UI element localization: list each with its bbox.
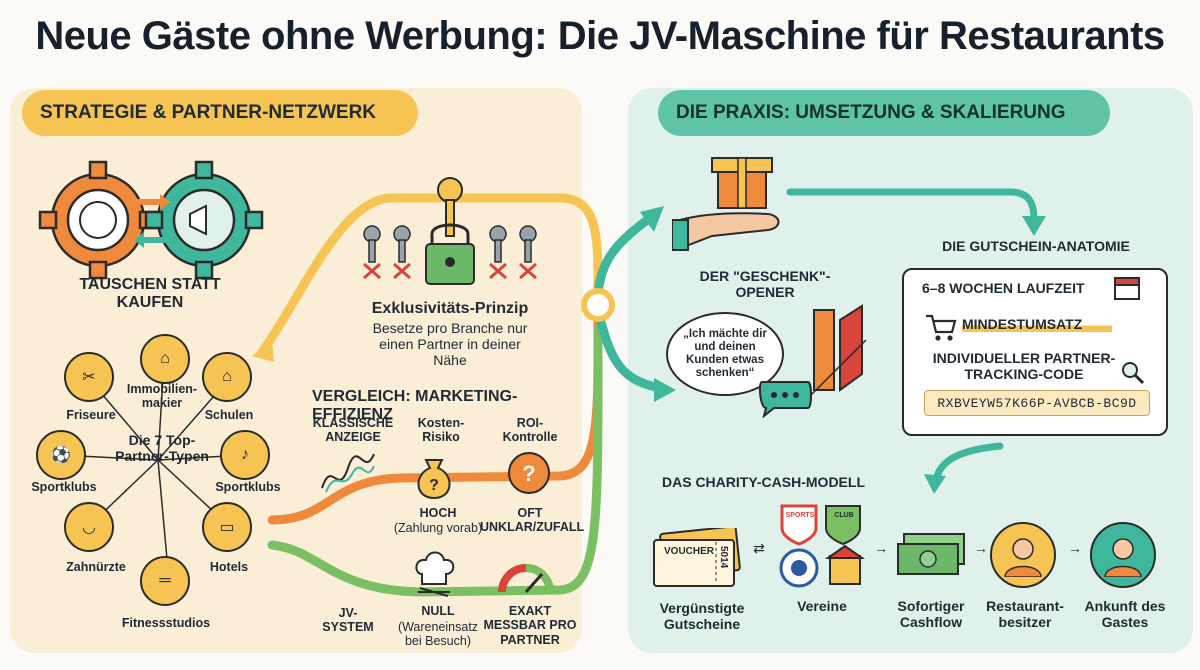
voucher-number: 5014	[718, 546, 729, 569]
partner-label-schulen: Schulen	[204, 408, 254, 422]
badge-club-text: CLUB	[834, 512, 854, 519]
money-bag-icon: ?	[417, 459, 451, 500]
orange-gear-icon	[38, 160, 158, 280]
door-opening-icon	[809, 304, 867, 397]
exclusivity-title: Exklusivitäts-Prinzip	[371, 300, 529, 317]
arrow-right-icon-3: →	[1068, 540, 1082, 556]
bed-icon: ▭	[202, 502, 252, 552]
speech-dots-icon	[758, 381, 812, 418]
exchange-arrows-icon: ⇄	[753, 540, 765, 556]
yellow-flow-arrow	[252, 340, 274, 362]
teal-flow-arrow-down	[654, 378, 676, 402]
partner-label-friseure: Friseure	[66, 408, 116, 422]
step-guest-arrival: Ankunft des Gastes	[1084, 598, 1166, 631]
calendar-icon	[1114, 277, 1140, 300]
step-restaurant-owner: Restaurant-besitzer	[986, 598, 1064, 631]
hub-circle	[581, 288, 615, 322]
teal-gear-icon	[144, 160, 264, 280]
green-flow-line	[267, 325, 603, 597]
gift-opener-label: DER "GESCHENK"-OPENER	[699, 268, 831, 301]
keys-lock-illustration	[363, 177, 537, 285]
badge-sports-text: SPORTS	[785, 512, 815, 519]
teal-flow-arrow-charity	[924, 474, 946, 494]
jv-cost-value: NULL	[421, 604, 455, 618]
gift-quote-bubble: „Ich mächte dir und deinen Kunden etwas …	[666, 312, 784, 396]
voucher-word: VOUCHER	[664, 546, 715, 557]
partner-label-immobilien: Immobilien-makier	[126, 382, 198, 411]
gift-hand-icon	[672, 157, 780, 251]
voucher-tickets-icon	[653, 528, 741, 587]
dumbbell-icon: ═	[140, 556, 190, 606]
arrow-right-icon-2: →	[974, 540, 988, 556]
partner-label-sportklubs-right: Sportklubs	[215, 480, 281, 494]
comparison-col-roi: ROI-Kontrolle	[502, 416, 558, 445]
exclusivity-text: Besetze pro Branche nur einen Partner in…	[372, 320, 528, 369]
teal-flow-line-down	[593, 305, 665, 393]
step-vouchers: Vergünstigte Gutscheine	[659, 600, 745, 633]
voucher-duration: 6–8 WOCHEN LAUFZEIT	[922, 280, 1085, 296]
teal-flow-line-anatomy	[786, 188, 1038, 224]
house-icon: ⌂	[140, 334, 190, 384]
partner-label-fitness: Fitnessstudios	[121, 616, 211, 630]
teal-flow-arrow-up	[640, 206, 664, 232]
swap-label: TAUSCHEN STATT KAUFEN	[79, 276, 221, 312]
chef-hat-icon	[415, 551, 455, 597]
voucher-anatomy-title: DIE GUTSCHEIN-ANATOMIE	[942, 238, 1130, 254]
question-circle-icon: ?	[508, 452, 550, 494]
partner-types-center: Die 7 Top-Partner-Typen	[115, 432, 209, 465]
partner-label-sportklubs-left: Sportklubs	[31, 480, 97, 494]
club-badges-icon	[779, 504, 866, 588]
padlock-icon	[425, 223, 475, 285]
partner-label-zahnaerzte: Zahnürzte	[66, 560, 126, 574]
comparison-col-cost: Kosten-Risiko	[417, 416, 465, 445]
guest-avatar-icon	[1090, 522, 1156, 588]
jv-system-label: JV-SYSTEM	[322, 606, 374, 635]
classic-cost-note: (Zahlung vorab)	[393, 521, 483, 535]
jv-roi-value: EXAKT MESSBAR PRO PARTNER	[483, 604, 577, 647]
scissors-icon: ✂	[64, 352, 114, 402]
arrow-right-icon: →	[874, 540, 888, 556]
golden-key-icon	[437, 177, 463, 237]
gears-illustration	[38, 160, 264, 280]
gauge-icon	[498, 564, 554, 593]
teal-flow-line-charity	[932, 442, 1004, 484]
tracking-code: RXBVEYW57K66P-AVBCB-BC9D	[924, 390, 1150, 416]
page-title: Neue Gäste ohne Werbung: Die JV-Maschine…	[35, 14, 1165, 58]
svg-text:?: ?	[429, 477, 439, 494]
tooth-icon: ◡	[64, 502, 114, 552]
school-icon: ⌂	[202, 352, 252, 402]
step-cashflow: Sofortiger Cashflow	[897, 598, 965, 631]
red-cross-icons	[363, 262, 537, 280]
classic-roi-value: OFT UNKLAR/ZUFALL	[480, 506, 585, 535]
step-clubs: Vereine	[797, 598, 847, 614]
svg-text:?: ?	[522, 461, 535, 486]
teal-flow-arrow-anatomy	[1022, 216, 1046, 236]
restaurant-owner-avatar-icon	[990, 522, 1056, 588]
charity-model-title: DAS CHARITY-CASH-MODELL	[662, 474, 865, 490]
voucher-min-spend: MINDESTUMSATZ	[962, 316, 1112, 333]
strategy-section-header: STRATEGIE & PARTNER-NETZWERK	[22, 90, 418, 136]
comparison-col-classic: KLASSISCHE ANZEIGE	[312, 416, 394, 445]
grey-keys-icon	[363, 225, 537, 263]
whistle-icon: ♪	[220, 430, 270, 480]
squiggly-chart-icon	[321, 453, 375, 493]
teal-flow-line-up	[593, 213, 655, 305]
classic-cost-value: HOCH	[419, 506, 457, 520]
shopping-cart-icon	[926, 314, 957, 341]
soccer-ball-icon: ⚽	[36, 430, 86, 480]
comparison-title: VERGLEICH: MARKETING-EFFIZIENZ	[312, 388, 518, 424]
yellow-flow-line	[257, 193, 603, 357]
practice-section-header: DIE PRAXIS: UMSETZUNG & SKALIERUNG	[658, 90, 1110, 136]
partner-label-hotels: Hotels	[209, 560, 249, 574]
jv-cost-note: (Wareneinsatz bei Besuch)	[397, 620, 479, 649]
magnifier-icon	[1122, 362, 1145, 385]
voucher-tracking-label: INDIVIDUELLER PARTNER-TRACKING-CODE	[932, 350, 1116, 383]
cash-stack-icon	[897, 533, 965, 575]
